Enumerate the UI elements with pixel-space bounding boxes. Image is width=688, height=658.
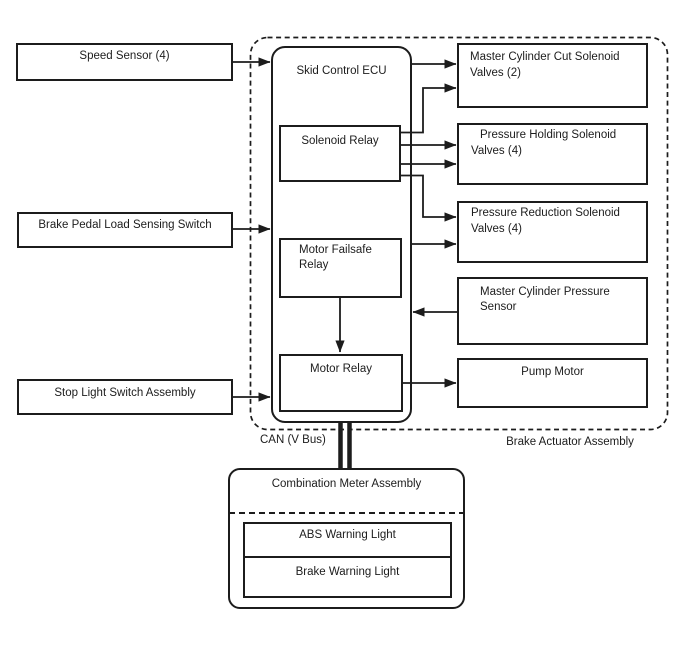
node-master-cylinder-cut-solenoid-valves: Master Cylinder Cut Solenoid Valves (2) — [457, 43, 648, 108]
node-master-cylinder-pressure-sensor: Master Cylinder Pressure Sensor — [457, 277, 648, 345]
node-label: Solenoid Relay — [301, 135, 379, 147]
node-stop-light-switch-assembly: Stop Light Switch Assembly — [17, 379, 233, 415]
node-motor-relay: Motor Relay — [279, 354, 403, 412]
node-brake-warning-light: Brake Warning Light — [245, 558, 450, 592]
node-label: Master Cylinder Pressure Sensor — [480, 286, 610, 313]
node-label: Pressure Holding Solenoid Valves (4) — [471, 129, 617, 157]
can-bus-label: CAN (V Bus) — [260, 434, 326, 446]
node-label: Combination Meter Assembly — [271, 478, 422, 490]
node-pressure-reduction-solenoid-valves: Pressure Reduction Solenoid Valves (4) — [457, 201, 648, 263]
node-label: Skid Control ECU — [296, 65, 387, 77]
node-solenoid-relay: Solenoid Relay — [279, 125, 401, 182]
node-label: ABS Warning Light — [299, 529, 396, 541]
node-label: Pump Motor — [521, 366, 584, 378]
node-label: Stop Light Switch Assembly — [54, 387, 196, 399]
node-label: Master Cylinder Cut Solenoid Valves (2) — [470, 51, 620, 79]
node-label: Speed Sensor (4) — [79, 50, 170, 62]
node-label: Motor Relay — [310, 363, 372, 375]
node-motor-failsafe-relay: Motor Failsafe Relay — [279, 238, 402, 298]
node-label: Brake Pedal Load Sensing Switch — [38, 219, 212, 231]
node-label: Brake Warning Light — [295, 566, 400, 578]
node-label: Motor Failsafe Relay — [299, 244, 372, 271]
node-brake-pedal-load-sensing-switch: Brake Pedal Load Sensing Switch — [17, 212, 233, 248]
node-pressure-holding-solenoid-valves: Pressure Holding Solenoid Valves (4) — [457, 123, 648, 185]
warning-lights-group: ABS Warning Light Brake Warning Light — [243, 522, 452, 598]
node-pump-motor: Pump Motor — [457, 358, 648, 408]
node-label: Pressure Reduction Solenoid Valves (4) — [471, 207, 620, 235]
node-speed-sensor: Speed Sensor (4) — [16, 43, 233, 81]
node-abs-warning-light: ABS Warning Light — [245, 524, 450, 558]
brake-actuator-assembly-label: Brake Actuator Assembly — [506, 436, 634, 448]
